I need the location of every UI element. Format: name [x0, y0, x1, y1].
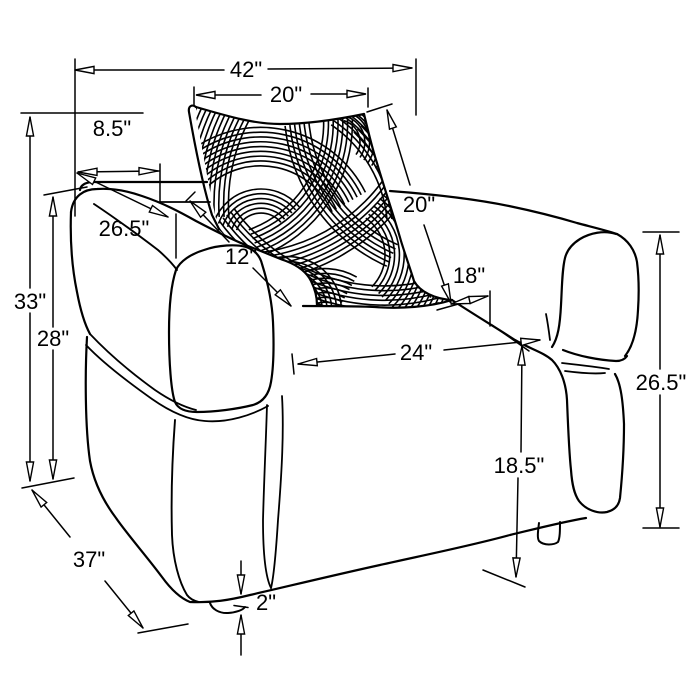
svg-text:8.5": 8.5" [93, 116, 131, 141]
svg-text:12": 12" [225, 244, 257, 269]
svg-text:18": 18" [453, 263, 485, 288]
svg-text:33": 33" [14, 289, 46, 314]
svg-text:18.5": 18.5" [494, 453, 545, 478]
svg-text:24": 24" [400, 340, 432, 365]
svg-text:28": 28" [37, 326, 69, 351]
svg-text:37": 37" [73, 547, 105, 572]
svg-text:26.5": 26.5" [99, 216, 150, 241]
svg-text:20": 20" [270, 82, 302, 107]
svg-text:42": 42" [230, 57, 262, 82]
svg-text:20": 20" [403, 192, 435, 217]
svg-text:26.5": 26.5" [636, 370, 687, 395]
svg-text:2": 2" [256, 590, 276, 615]
